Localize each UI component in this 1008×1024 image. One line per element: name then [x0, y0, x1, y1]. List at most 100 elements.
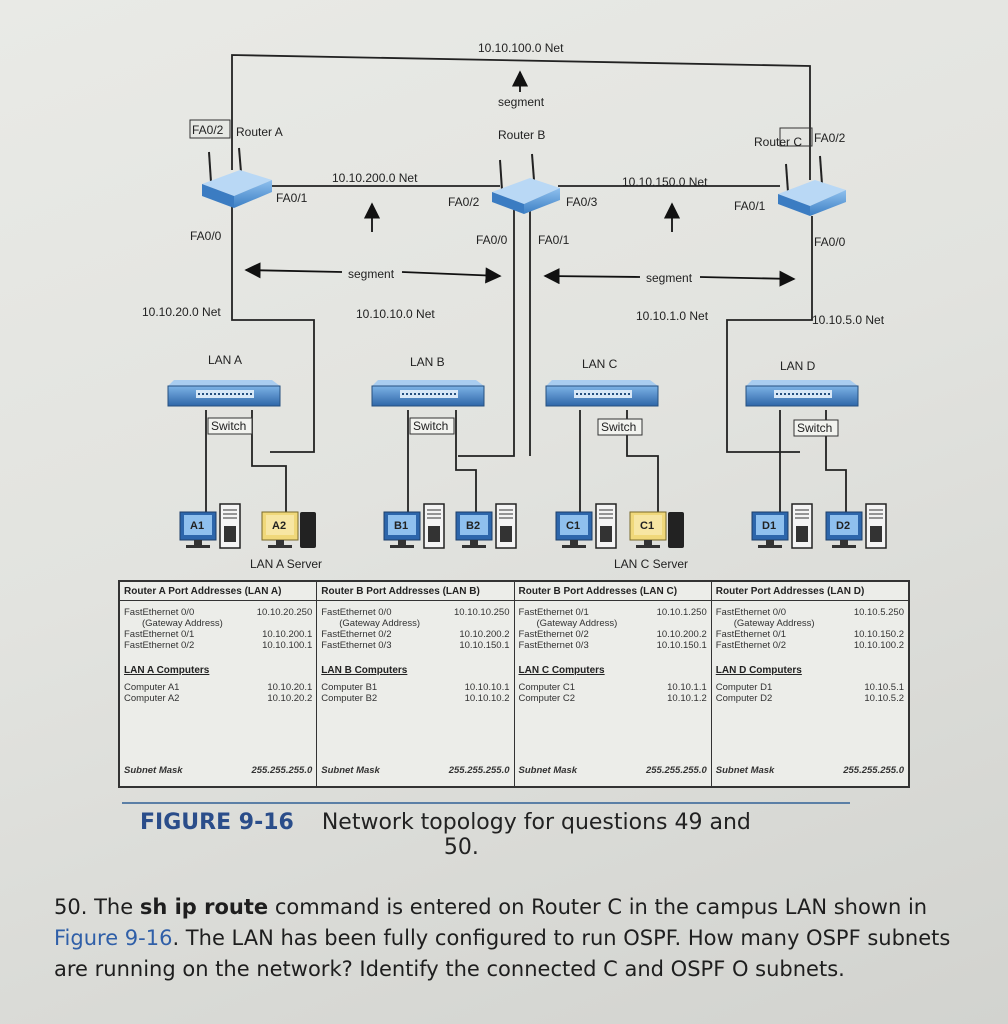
computer-name: Computer D1 — [715, 682, 773, 693]
switch-lan-a-icon — [167, 380, 281, 407]
computer-name: Computer C1 — [518, 682, 576, 693]
port-address: 10.10.10.250 — [454, 607, 510, 618]
net-5: 10.10.5.0 Net — [812, 313, 885, 327]
computers-title: LAN A Computers — [124, 665, 210, 676]
table-row: (Gateway Address) — [124, 618, 312, 629]
mask-label: Subnet Mask — [321, 765, 380, 776]
router-c-label: Router C — [754, 135, 802, 149]
port-a-fa01: FA0/1 — [276, 191, 308, 205]
lan-a-label: LAN A — [208, 353, 242, 367]
computer-c1-server-icon — [629, 511, 684, 548]
figure-link[interactable]: Figure 9-16 — [54, 926, 173, 950]
switch-c-label: Switch — [601, 420, 636, 434]
switch-a-label: Switch — [211, 419, 246, 433]
segment-label-left: segment — [348, 267, 395, 281]
port-name: FastEthernet 0/2 — [124, 640, 195, 651]
port-b-fa02: FA0/2 — [448, 195, 480, 209]
table-column-lan-a: Router A Port Addresses (LAN A) FastEthe… — [120, 582, 318, 786]
port-name: FastEthernet 0/0 — [715, 607, 786, 618]
computer-a2-icon — [261, 511, 316, 548]
port-name: FastEthernet 0/3 — [321, 640, 392, 651]
mask-value: 255.255.255.0 — [645, 765, 707, 776]
router-b-label: Router B — [498, 128, 545, 142]
label-a2: A2 — [272, 520, 286, 532]
question-command: sh ip route — [139, 895, 269, 919]
cables — [205, 54, 847, 520]
question-pre: The — [94, 895, 140, 919]
switch-d-label: Switch — [797, 421, 832, 435]
router-a-icon — [202, 147, 272, 208]
port-a-fa00: FA0/0 — [190, 229, 222, 243]
address-table: Router A Port Addresses (LAN A) FastEthe… — [118, 580, 910, 788]
table-column-lan-d: Router Port Addresses (LAN D) FastEthern… — [711, 582, 908, 786]
question-number: 50. — [54, 895, 88, 919]
port-name: FastEthernet 0/2 — [715, 640, 786, 651]
computer-address: 10.10.5.2 — [864, 693, 904, 704]
figure-number: FIGURE 9-16 — [140, 810, 294, 835]
computer-b2-icon — [455, 503, 517, 549]
computer-d2-icon — [825, 503, 887, 549]
table-header: Router B Port Addresses (LAN C) — [514, 582, 711, 601]
table-row: (Gateway Address) — [321, 618, 509, 629]
port-address: 10.10.100.2 — [853, 640, 904, 651]
segment-label-right: segment — [646, 271, 693, 285]
computer-address: 10.10.10.2 — [464, 693, 510, 704]
port-c-fa01: FA0/1 — [734, 199, 766, 213]
table-column-lan-c: Router B Port Addresses (LAN C) FastEthe… — [514, 582, 712, 786]
switch-lan-d-icon — [745, 380, 859, 407]
label-b1: B1 — [394, 520, 408, 532]
net-100: 10.10.100.0 Net — [478, 41, 564, 55]
computer-address: 10.10.5.1 — [864, 682, 904, 693]
table-row: (Gateway Address) — [716, 618, 904, 629]
port-name: FastEthernet 0/0 — [124, 607, 195, 618]
table-row: (Gateway Address) — [519, 618, 707, 629]
computer-b1-icon — [383, 503, 445, 549]
server-c-label: LAN C Server — [614, 557, 688, 571]
switch-b-label: Switch — [413, 419, 448, 433]
label-c1: C1 — [566, 520, 580, 532]
port-name: FastEthernet 0/1 — [715, 629, 786, 640]
port-address: 10.10.200.2 — [656, 629, 707, 640]
port-b-fa01: FA0/1 — [538, 233, 570, 247]
caption-rule — [122, 802, 850, 804]
table-row: FastEthernet 0/2 10.10.100.1 — [124, 640, 312, 651]
router-a-label: Router A — [236, 125, 283, 139]
port-address: 10.10.150.2 — [853, 629, 904, 640]
port-name: FastEthernet 0/0 — [321, 607, 392, 618]
segment-label-top: segment — [498, 95, 545, 109]
lan-d-label: LAN D — [780, 359, 816, 373]
table-header: Router B Port Addresses (LAN B) — [317, 582, 514, 601]
lan-c-label: LAN C — [582, 357, 618, 371]
port-name: FastEthernet 0/1 — [124, 629, 195, 640]
net-150: 10.10.150.0 Net — [622, 175, 708, 189]
label-d2: D2 — [836, 520, 850, 532]
table-row: FastEthernet 0/1 10.10.200.1 — [124, 629, 312, 640]
computer-address: 10.10.20.1 — [267, 682, 313, 693]
caption-line-1: Network topology for questions 49 and — [321, 810, 751, 835]
net-10: 10.10.10.0 Net — [356, 307, 435, 321]
network-diagram: Router A Router B Router C FA0/2 FA0/1 F… — [142, 41, 887, 571]
computers-title: LAN B Computers — [321, 665, 408, 676]
computers-title: LAN C Computers — [518, 665, 605, 676]
net-1: 10.10.1.0 Net — [636, 309, 709, 323]
label-b2: B2 — [466, 520, 480, 532]
table-header: Router A Port Addresses (LAN A) — [120, 582, 317, 601]
table-row: FastEthernet 0/0 10.10.10.250 — [321, 607, 509, 618]
figure-caption: FIGURE 9-16 Network topology for questio… — [140, 810, 860, 860]
port-name: FastEthernet 0/3 — [518, 640, 589, 651]
table-column-lan-b: Router B Port Addresses (LAN B) FastEthe… — [317, 582, 515, 786]
question-50: 50. The sh ip route command is entered o… — [54, 892, 954, 985]
port-address: 10.10.100.1 — [262, 640, 313, 651]
port-address: 10.10.200.1 — [262, 629, 313, 640]
